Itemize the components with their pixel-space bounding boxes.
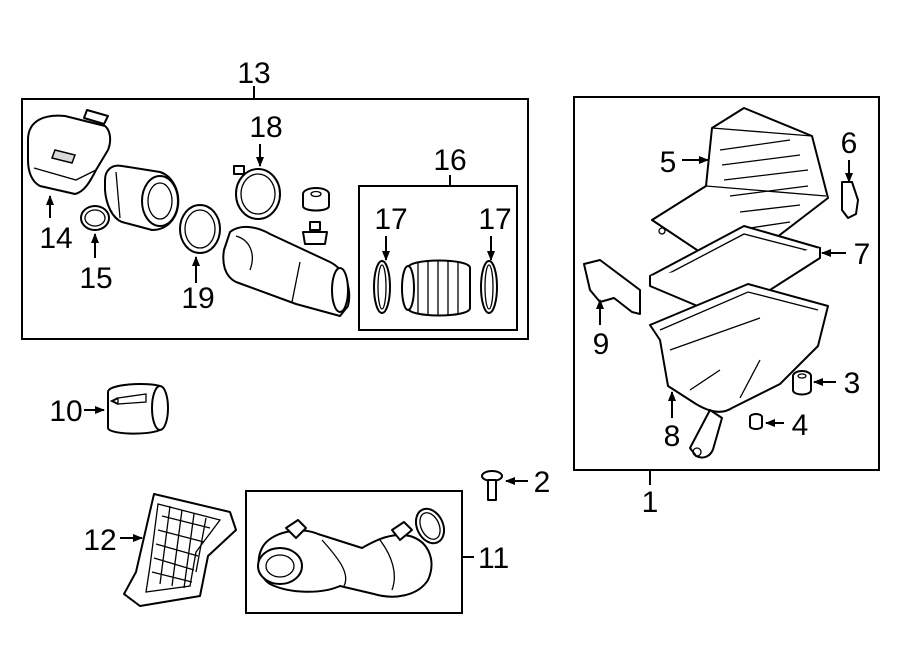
callout-3: 3 [844,367,861,400]
part-4-insulator [749,413,763,430]
part-9-bracket [583,259,641,315]
callout-13: 13 [237,57,270,90]
part-17-clamp-left [373,260,391,314]
callout-16: 16 [433,144,466,177]
callout-11: 11 [478,542,509,575]
part-18-clamp [233,165,281,220]
callout-7: 7 [854,238,871,271]
part-13-air-duct-adapter [104,164,180,231]
part-16-hose [401,259,471,317]
part-11-seal-ring [414,507,446,545]
part-7-air-filter [649,225,821,319]
part-2-bolt [481,470,503,501]
callout-10: 10 [49,395,82,428]
part-10-air-flow-sensor [107,383,169,435]
part-3-grommet [792,370,812,396]
part-8-lower-housing [649,283,829,459]
callout-14: 14 [39,222,72,255]
group-box-1 [573,96,880,485]
group-box-16 [358,175,518,331]
part-13-pin [302,221,328,245]
part-15-clamp [80,205,110,231]
part-19-clamp [179,204,221,254]
part-11-air-duct [257,519,433,598]
part-13-grommet [302,187,330,212]
callout-15: 15 [79,262,112,295]
callout-2: 2 [534,466,551,499]
callout-6: 6 [841,127,858,160]
group-box-13 [21,86,529,340]
part-17-clamp-right [480,260,498,314]
callout-17-right: 17 [478,203,511,236]
callout-4: 4 [792,409,809,442]
part-14-air-box-lid [27,109,112,195]
callout-1: 1 [642,486,659,519]
part-13-intake-tube [222,226,351,317]
callout-17-left: 17 [374,203,407,236]
callout-9: 9 [593,328,610,361]
group-box-11 [245,490,474,614]
callout-19: 19 [181,282,214,315]
callout-12: 12 [83,524,116,557]
callout-18: 18 [249,111,282,144]
part-12-air-guide [123,493,237,607]
callout-8: 8 [664,420,681,453]
part-6-clip [841,181,859,219]
callout-5: 5 [660,146,677,179]
